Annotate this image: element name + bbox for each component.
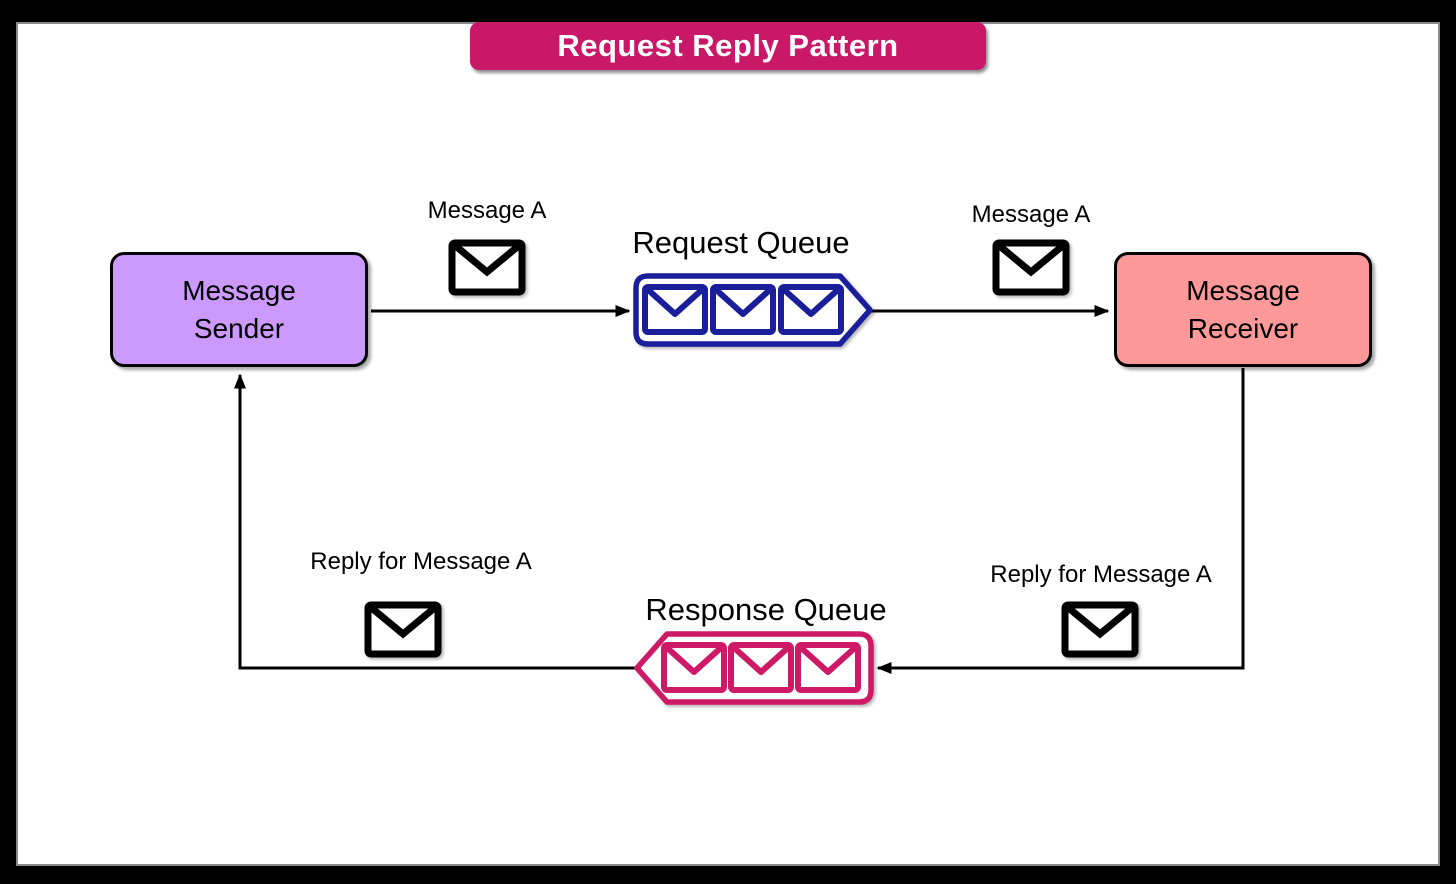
message-sender-label: Message Sender	[182, 274, 296, 344]
response-queue-shape	[634, 631, 874, 705]
request-queue-title: Request Queue	[632, 225, 850, 260]
title-banner: Request Reply Pattern	[470, 22, 986, 70]
response-queue-messages	[661, 642, 861, 693]
envelope-icon	[728, 642, 794, 693]
message-a-label-right: Message A	[971, 201, 1091, 228]
reply-label-left: Reply for Message A	[310, 548, 532, 575]
envelope-icon	[364, 601, 442, 658]
diagram-layer	[234, 239, 1245, 705]
message-a-label-left: Message A	[427, 197, 547, 224]
envelope-icon	[710, 284, 776, 335]
message-receiver-node: Message Receiver	[1114, 252, 1372, 367]
response-queue-title: Response Queue	[645, 592, 887, 627]
page-title: Request Reply Pattern	[557, 28, 899, 63]
envelope-icon	[661, 642, 727, 693]
arrow-response-queue-to-sender	[234, 373, 635, 670]
envelope-icon	[448, 239, 526, 296]
response-queue-outline	[634, 631, 874, 705]
envelope-icon	[795, 642, 861, 693]
request-queue-messages	[642, 284, 844, 335]
envelope-icon	[1061, 601, 1139, 658]
arrow-receiver-to-response-queue	[876, 368, 1245, 674]
reply-label-right: Reply for Message A	[990, 561, 1212, 588]
envelope-icon	[778, 284, 844, 335]
request-queue-outline	[633, 273, 873, 347]
request-queue-shape	[633, 273, 873, 347]
envelope-icon	[992, 239, 1070, 296]
envelope-icon	[642, 284, 708, 335]
message-sender-node: Message Sender	[110, 252, 368, 367]
diagram-canvas: Message Sender Message Receiver Request …	[16, 22, 1440, 866]
message-receiver-label: Message Receiver	[1186, 274, 1300, 344]
